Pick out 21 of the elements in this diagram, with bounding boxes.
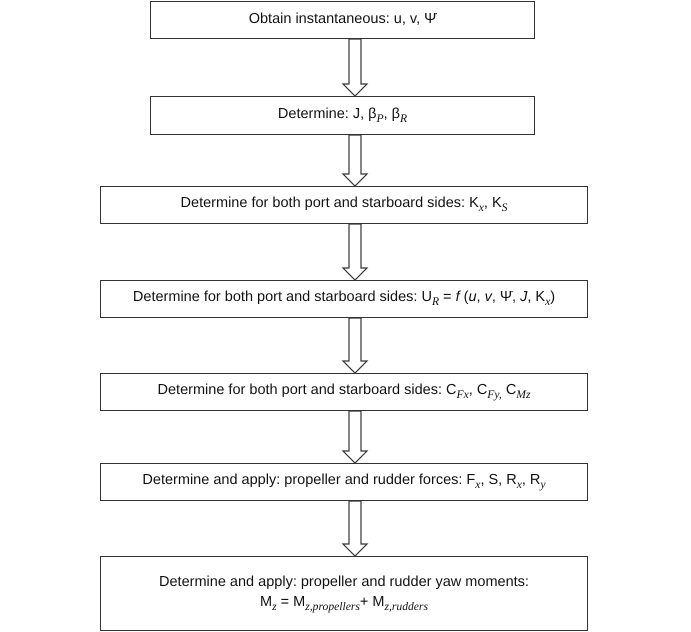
process-box	[100, 556, 588, 631]
step-text: Determine: J, β$_{P}$, β$_{R}$	[278, 104, 408, 126]
process-box	[100, 186, 588, 224]
block-arrow	[342, 38, 368, 97]
step-text: Determine for both port and starboard sides: K$_{x}$, K$_{S}$	[180, 194, 508, 216]
block-arrow	[342, 410, 368, 464]
block-arrow	[342, 317, 368, 374]
process-box	[150, 96, 535, 135]
step-text: Determine for both port and starboard sides: U$_{R}$ = f (u, v, Ψ̇, J, K$_{x}$)	[132, 288, 556, 310]
process-box	[100, 373, 588, 411]
process-box	[150, 1, 535, 39]
step-text: Determine and apply: propeller and rudder forces: F$_{x}$, S, R$_{x}$, R$_{y}$	[142, 471, 546, 493]
step-text: Determine and apply: propeller and rudder yaw moments:	[159, 572, 529, 592]
block-arrow	[342, 223, 368, 281]
step-text: Determine for both port and starboard sides: C$_{Fx}$, C$_{Fy,}$ C$_{Mz}$	[158, 381, 530, 403]
process-box	[100, 463, 588, 501]
block-arrow	[342, 500, 368, 557]
formula-text: M$_{z}$ = M$_{z,propellers}$+ M$_{z,rudders}$	[260, 592, 428, 614]
process-box	[100, 280, 588, 318]
block-arrow	[342, 134, 368, 187]
step-text: Obtain instantaneous: u, v, Ψ̇	[248, 10, 436, 30]
